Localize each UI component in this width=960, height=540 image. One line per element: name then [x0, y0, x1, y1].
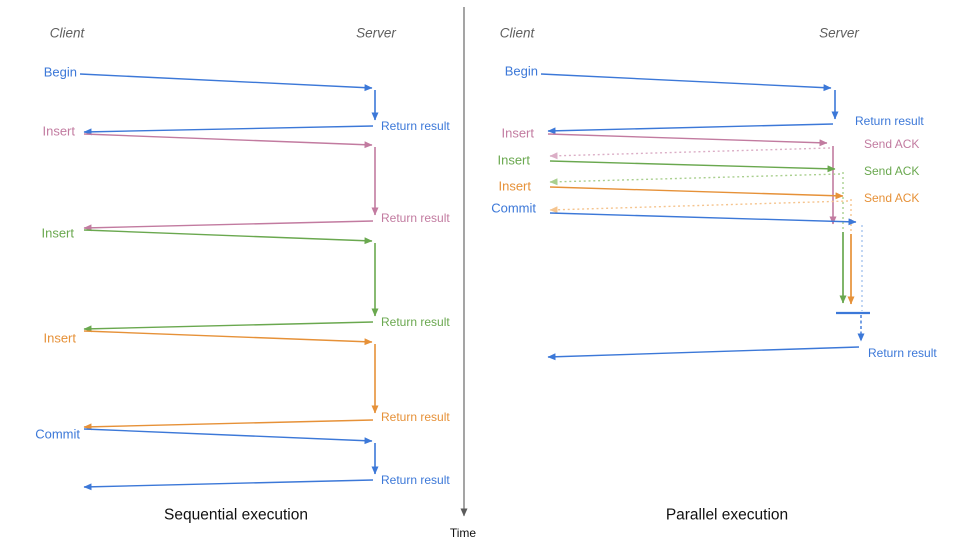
- parallel-begin-return-arrow: [547, 123, 834, 135]
- sequential-begin-return-arrow: [83, 125, 374, 136]
- sequential-insert2-return-arrow: [83, 321, 374, 333]
- sequential-begin-label: Begin: [44, 65, 77, 80]
- sequential-return-result-insert1: Return result: [381, 211, 450, 225]
- sequential-return-result-begin: Return result: [381, 119, 450, 133]
- parallel-return-result-commit: Return result: [868, 346, 937, 360]
- sequential-server-header: Server: [356, 26, 396, 41]
- sequential-commit-return-arrow: [83, 479, 374, 491]
- parallel-insert3-request-arrow: [549, 186, 844, 200]
- parallel-send-ack-insert3: Send ACK: [864, 191, 919, 205]
- parallel-insert1-label: Insert: [501, 126, 534, 141]
- sequential-begin-request-arrow: [79, 73, 373, 92]
- parallel-send-ack-insert2: Send ACK: [864, 164, 919, 178]
- parallel-insert1-request-arrow: [547, 133, 828, 147]
- parallel-server-header: Server: [819, 26, 859, 41]
- parallel-commit-return-arrow: [547, 346, 860, 361]
- parallel-send-ack-insert1: Send ACK: [864, 137, 919, 151]
- parallel-return-result-begin: Return result: [855, 114, 924, 128]
- parallel-insert3-ack-arrow: [549, 200, 849, 214]
- sequential-commit-request-arrow: [83, 428, 373, 445]
- sequential-insert1-request-arrow: [83, 133, 373, 149]
- parallel-insert2-request-arrow: [549, 160, 836, 173]
- sequential-insert3-return-arrow: [83, 419, 374, 431]
- sequential-return-result-commit: Return result: [381, 473, 450, 487]
- sequential-insert2-label: Insert: [41, 226, 74, 241]
- parallel-insert1-ack-arrow: [549, 147, 831, 160]
- parallel-insert2-label: Insert: [497, 153, 530, 168]
- parallel-insert2-ack-arrow: [549, 173, 841, 186]
- parallel-client-header: Client: [500, 26, 536, 41]
- parallel-begin-request-arrow: [540, 73, 832, 92]
- parallel-commit-request-arrow: [549, 212, 857, 226]
- parallel-commit-label: Commit: [491, 201, 536, 216]
- sequential-insert3-label: Insert: [43, 331, 76, 346]
- sequential-return-result-insert2: Return result: [381, 315, 450, 329]
- sequential-return-result-insert3: Return result: [381, 410, 450, 424]
- time-axis-label: Time: [450, 526, 477, 540]
- sequential-panel-title: Sequential execution: [164, 507, 308, 524]
- sequential-insert1-label: Insert: [42, 124, 75, 139]
- parallel-begin-label: Begin: [505, 64, 538, 79]
- parallel-panel-title: Parallel execution: [666, 507, 788, 524]
- sequential-commit-label: Commit: [35, 427, 80, 442]
- sequential-insert3-request-arrow: [83, 330, 373, 346]
- time-axis: Time: [450, 7, 477, 540]
- parallel-insert3-label: Insert: [498, 179, 531, 194]
- sequential-insert1-return-arrow: [83, 220, 374, 232]
- sequential-client-header: Client: [50, 26, 86, 41]
- sequential-insert2-request-arrow: [83, 229, 373, 245]
